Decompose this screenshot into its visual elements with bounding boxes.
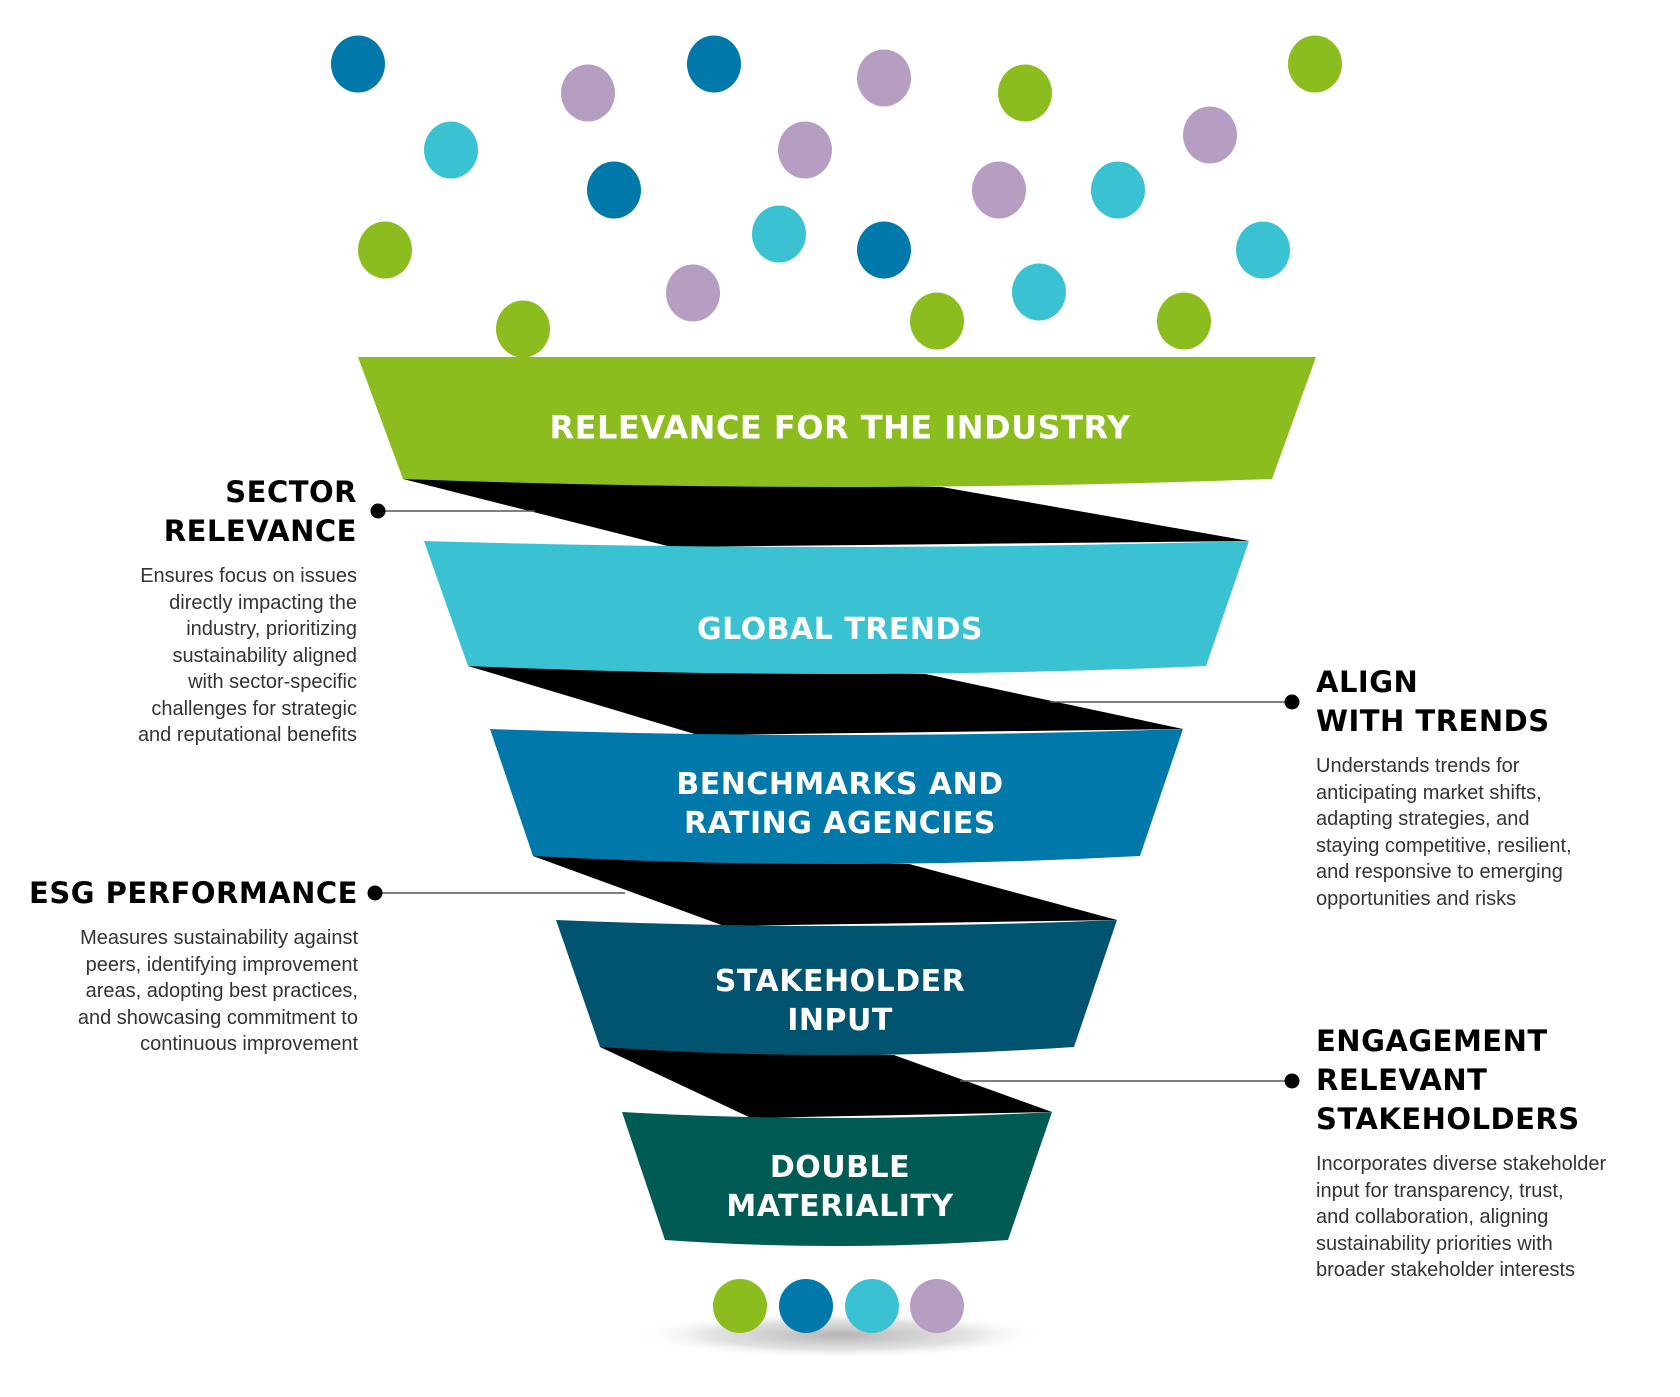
callout-description: Incorporates diverse stakeholder input f… <box>1316 1153 1607 1281</box>
input-dot-green <box>496 300 550 358</box>
band-label: INPUT <box>787 1003 893 1038</box>
connector-ribbon <box>600 1047 1052 1118</box>
input-dot-blue <box>331 35 385 93</box>
band-shape <box>622 1112 1052 1246</box>
callout-esg-performance: ESG PERFORMANCE Measures sustainability … <box>0 874 358 1058</box>
connector-ribbon <box>403 479 1249 547</box>
callout-description: Measures sustainability against peers, i… <box>77 927 358 1055</box>
title-line: ENGAGEMENT <box>1316 1024 1548 1058</box>
connector-ribbon <box>468 666 1183 735</box>
callout-title: ALIGN WITH TRENDS <box>1316 663 1676 741</box>
title-line: RELEVANT <box>1316 1063 1488 1097</box>
title-line: WITH TRENDS <box>1316 704 1550 738</box>
input-dot-blue <box>857 221 911 279</box>
funnel-band-double-materiality: DOUBLE MATERIALITY <box>622 1112 1052 1246</box>
title-line: SECTOR <box>225 475 357 509</box>
input-dot-lavender <box>857 49 911 107</box>
callout-engagement-stakeholders: ENGAGEMENT RELEVANT STAKEHOLDERS Incorpo… <box>1316 1022 1676 1284</box>
leader-lines <box>367 503 1300 1089</box>
band-shape <box>358 357 1316 487</box>
band-shape <box>424 541 1249 674</box>
title-line: ALIGN <box>1316 665 1419 699</box>
callout-title: SECTOR RELEVANCE <box>0 473 357 551</box>
funnel-band-benchmarks: BENCHMARKS AND RATING AGENCIES <box>490 729 1183 864</box>
output-dots-group <box>713 1279 964 1333</box>
input-dot-cyan <box>1236 221 1290 279</box>
callout-title: ENGAGEMENT RELEVANT STAKEHOLDERS <box>1316 1022 1676 1139</box>
input-dot-green <box>910 292 964 350</box>
input-dot-lavender <box>972 161 1026 219</box>
input-dot-blue <box>587 161 641 219</box>
leader-dot <box>1284 694 1300 710</box>
input-dot-cyan <box>1091 161 1145 219</box>
output-dot-blue <box>779 1279 833 1333</box>
input-dot-cyan <box>424 121 478 179</box>
band-label: MATERIALITY <box>726 1189 954 1224</box>
output-dot-cyan <box>845 1279 899 1333</box>
title-line: STAKEHOLDERS <box>1316 1102 1580 1136</box>
callout-description: Ensures focus on issues directly impacti… <box>137 565 357 746</box>
input-dot-lavender <box>561 64 615 122</box>
input-dot-green <box>1288 35 1342 93</box>
title-line: RELEVANCE <box>163 514 357 548</box>
input-dot-green <box>358 221 412 279</box>
funnel-band-global-trends: GLOBAL TRENDS <box>424 541 1249 674</box>
output-dot-green <box>713 1279 767 1333</box>
leader-dot <box>1284 1073 1300 1089</box>
output-shadow <box>630 1311 1050 1359</box>
band-label: BENCHMARKS AND <box>676 767 1003 802</box>
input-dot-cyan <box>1012 263 1066 321</box>
leader-dot <box>367 885 383 901</box>
band-shape <box>556 920 1117 1055</box>
input-dot-lavender <box>778 121 832 179</box>
input-dots-group <box>331 35 1342 358</box>
callout-description: Understands trends for anticipating mark… <box>1316 755 1572 910</box>
title-line: ESG PERFORMANCE <box>29 876 358 910</box>
funnel-band-relevance: RELEVANCE FOR THE INDUSTRY <box>358 357 1316 487</box>
input-dot-blue <box>687 35 741 93</box>
band-label: GLOBAL TRENDS <box>697 612 983 647</box>
output-dot-lavender <box>910 1279 964 1333</box>
band-shape <box>490 729 1183 864</box>
funnel-connectors <box>403 479 1249 1118</box>
input-dot-green <box>1157 292 1211 350</box>
band-label: RELEVANCE FOR THE INDUSTRY <box>550 409 1131 447</box>
input-dot-cyan <box>752 205 806 263</box>
band-label: STAKEHOLDER <box>715 964 965 999</box>
connector-ribbon <box>533 856 1117 926</box>
callout-align-with-trends: ALIGN WITH TRENDS Understands trends for… <box>1316 663 1676 912</box>
callout-title: ESG PERFORMANCE <box>0 874 358 913</box>
funnel-band-stakeholder-input: STAKEHOLDER INPUT <box>556 920 1117 1055</box>
band-label: DOUBLE <box>770 1150 910 1185</box>
leader-dot <box>370 503 386 519</box>
input-dot-green <box>998 64 1052 122</box>
input-dot-lavender <box>1183 106 1237 164</box>
callout-sector-relevance: SECTOR RELEVANCE Ensures focus on issues… <box>0 473 357 749</box>
input-dot-lavender <box>666 264 720 322</box>
band-label: RATING AGENCIES <box>684 806 996 841</box>
funnel-bands: RELEVANCE FOR THE INDUSTRY GLOBAL TRENDS B… <box>358 357 1316 1246</box>
